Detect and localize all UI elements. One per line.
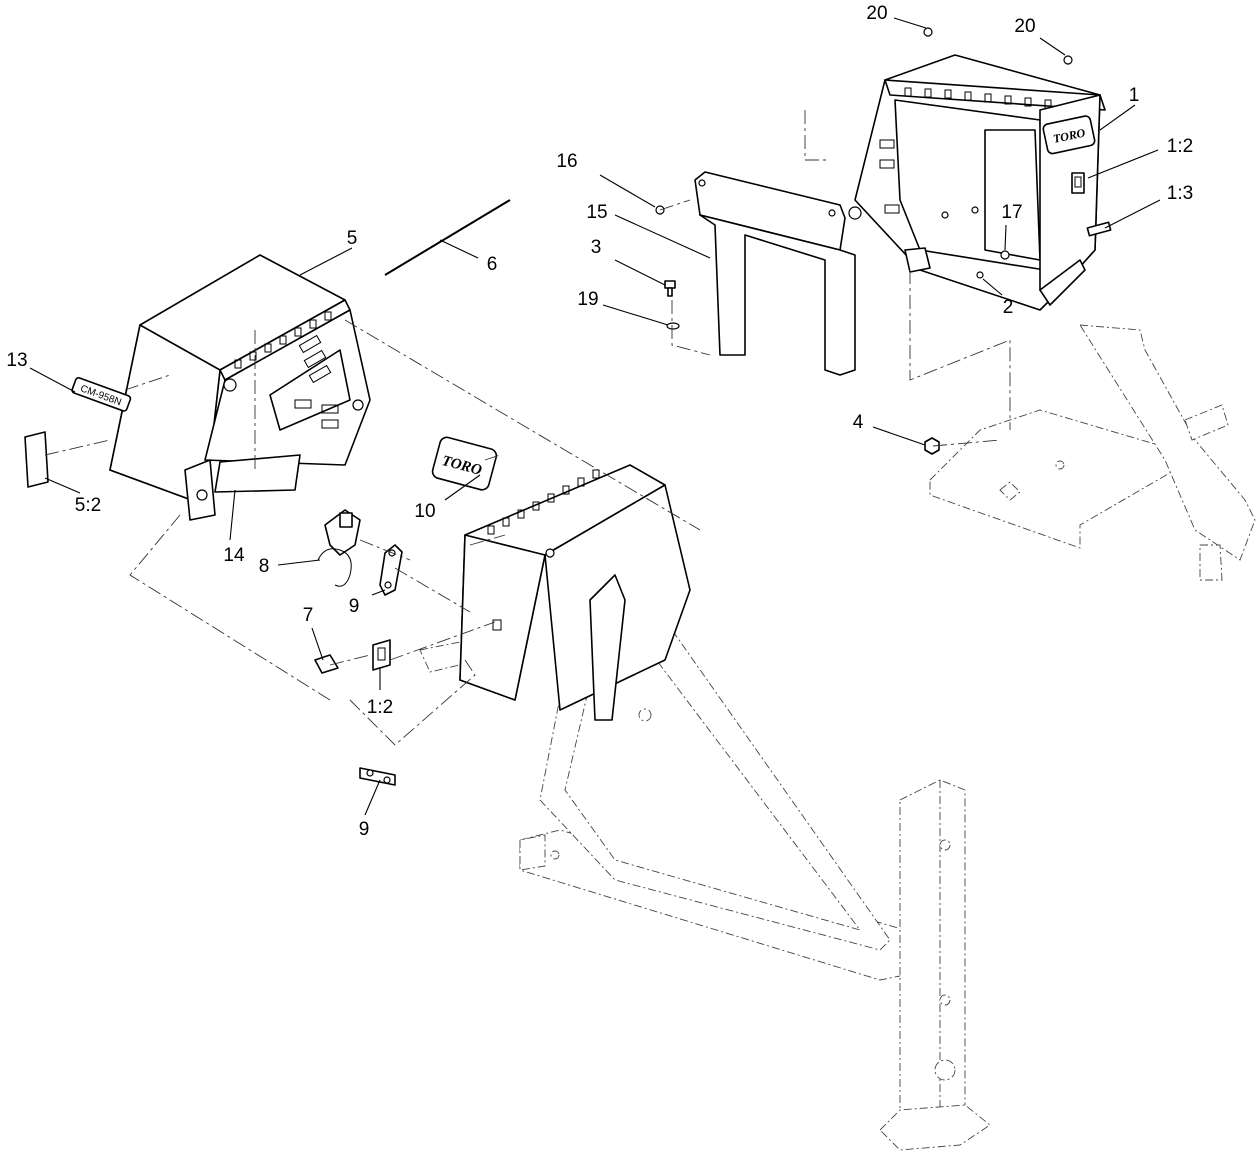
left-cover-assembly bbox=[109, 254, 371, 521]
bracket-9-lower bbox=[359, 767, 396, 786]
callout-9-upper: 9 bbox=[349, 596, 360, 617]
callout-6: 6 bbox=[487, 254, 498, 275]
callout-5-2: 5:2 bbox=[75, 495, 101, 516]
assembly-lines bbox=[44, 110, 1011, 746]
callout-9-lower: 9 bbox=[359, 819, 370, 840]
model-decal-13: CM-958N bbox=[71, 377, 132, 412]
screw-20-right bbox=[1063, 55, 1073, 65]
console-cover-1 bbox=[854, 54, 1106, 311]
callout-19: 19 bbox=[577, 289, 598, 310]
callout-8: 8 bbox=[259, 556, 270, 577]
callout-1-2-bottom: 1:2 bbox=[367, 697, 393, 718]
toro-logo-10: TORO bbox=[431, 436, 498, 491]
rod-6 bbox=[384, 199, 511, 276]
floor-plate-14 bbox=[214, 454, 301, 493]
panel-15 bbox=[694, 171, 862, 376]
callout-14: 14 bbox=[223, 545, 245, 566]
screw-2 bbox=[976, 271, 984, 279]
console-toro-logo: TORO bbox=[1042, 115, 1096, 155]
support-frame-phantom bbox=[419, 599, 991, 1151]
callout-2: 2 bbox=[1003, 297, 1014, 318]
callout-15: 15 bbox=[586, 202, 607, 223]
switch-decal-1-2 bbox=[372, 639, 391, 671]
nut-4 bbox=[924, 437, 940, 455]
callout-1-3: 1:3 bbox=[1167, 183, 1193, 204]
washer-19 bbox=[666, 322, 680, 330]
washer-17 bbox=[1000, 250, 1010, 260]
callout-labels: 20 20 1 1:2 1:3 16 15 17 3 2 19 4 5 6 13… bbox=[6, 3, 1193, 840]
callout-13: 13 bbox=[6, 350, 27, 371]
callout-16: 16 bbox=[556, 151, 577, 172]
warning-decal-5-2 bbox=[24, 431, 49, 488]
callout-3: 3 bbox=[591, 237, 602, 258]
callout-7: 7 bbox=[303, 605, 314, 626]
callout-1-2-top: 1:2 bbox=[1167, 136, 1193, 157]
leader-lines bbox=[29, 17, 1161, 816]
callout-20-right: 20 bbox=[1014, 16, 1035, 37]
callout-20-left: 20 bbox=[866, 3, 887, 24]
cover-vent-teeth bbox=[234, 311, 332, 369]
callout-5: 5 bbox=[347, 228, 358, 249]
callout-17: 17 bbox=[1001, 202, 1022, 223]
console-switch-1-2 bbox=[1071, 172, 1085, 194]
switch-7 bbox=[314, 654, 339, 674]
wire-harness-8 bbox=[317, 509, 361, 587]
center-vent-teeth bbox=[487, 469, 600, 535]
mount-frame-phantom bbox=[929, 324, 1256, 581]
bolt-3 bbox=[664, 280, 676, 297]
console-toro-text: TORO bbox=[1052, 125, 1087, 146]
callout-4: 4 bbox=[853, 412, 864, 433]
callout-10: 10 bbox=[414, 501, 435, 522]
center-cover-assembly bbox=[459, 464, 691, 721]
callout-1: 1 bbox=[1129, 85, 1140, 106]
screw-20-left bbox=[923, 27, 933, 37]
